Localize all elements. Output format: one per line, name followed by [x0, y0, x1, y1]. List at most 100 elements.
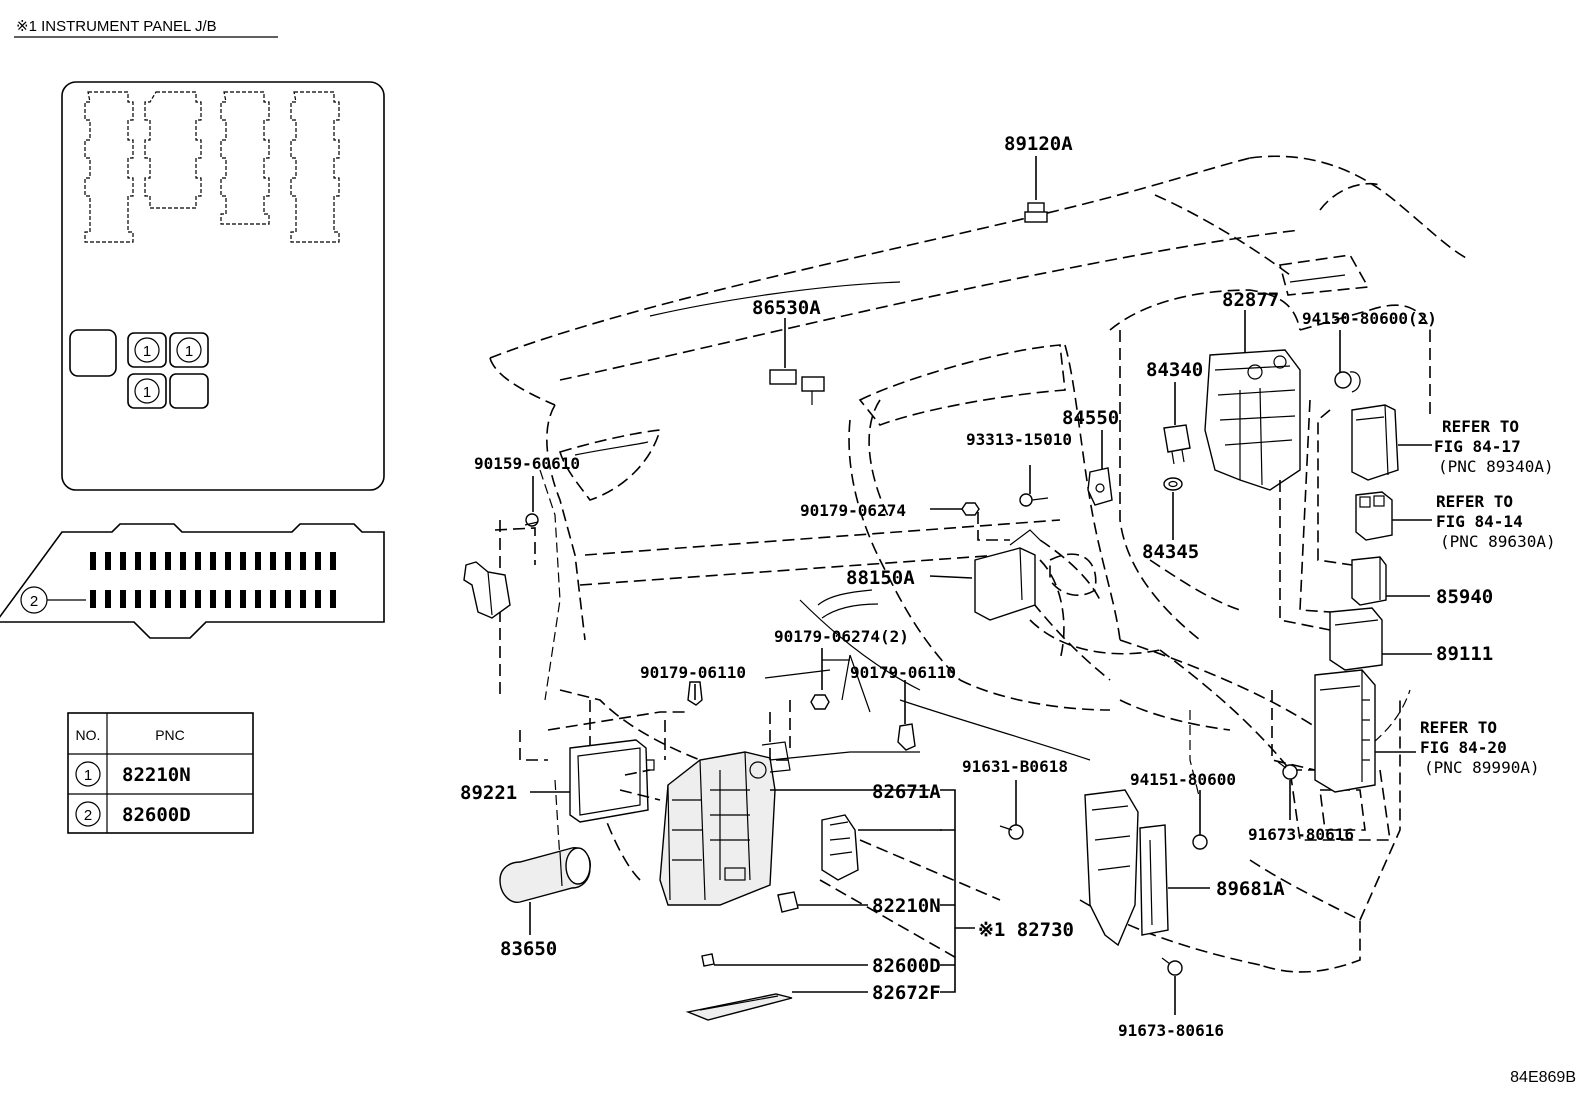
- label-84340: 84340: [1146, 359, 1203, 381]
- label-89221: 89221: [460, 782, 517, 804]
- ref-line1: REFER TO: [1436, 492, 1513, 511]
- part-82672F-cover: [685, 991, 868, 1021]
- part-91673-bolt-a: [1277, 761, 1298, 820]
- fuse-bar: [255, 552, 261, 570]
- fuse-bar: [225, 552, 231, 570]
- part-91673-bolt-b: [1161, 957, 1183, 1015]
- part-82671A-bracket: [821, 814, 942, 881]
- fuse-bar: [210, 552, 216, 570]
- ref-line3: (PNC 89990A): [1424, 758, 1540, 777]
- fuse-bar: [225, 590, 231, 608]
- part-84340-switch: [1163, 382, 1191, 465]
- part-89120A-sensor: [1024, 156, 1048, 223]
- circle-mark: [75, 761, 101, 787]
- fuse-bar: [285, 552, 291, 570]
- fuse-rows: [90, 552, 336, 608]
- label-82730: ※1 82730: [978, 919, 1074, 941]
- fuse-bar: [210, 590, 216, 608]
- fuse-bar: [270, 590, 276, 608]
- label-91631: 91631-B0618: [962, 757, 1068, 776]
- leader-dash-89221: [519, 711, 690, 761]
- part-82730-junction-block: [659, 741, 920, 906]
- fuse-bar: [90, 590, 96, 608]
- label-90179-a: 90179-06274: [800, 501, 906, 520]
- fuse-bar: [330, 590, 336, 608]
- leader-dash-jb: [769, 700, 791, 761]
- circle-mark: [134, 337, 160, 363]
- fuse-bar: [240, 590, 246, 608]
- circle-mark: [176, 337, 202, 363]
- ref-line1: REFER TO: [1420, 718, 1497, 737]
- part-84345-ring: [1163, 477, 1183, 540]
- label-85940: 85940: [1436, 586, 1493, 608]
- fuse-bar: [165, 552, 171, 570]
- circle-mark: [75, 801, 101, 827]
- label-84550: 84550: [1062, 407, 1119, 429]
- ref-line1: REFER TO: [1442, 417, 1519, 436]
- jb-upper-panel: [61, 81, 385, 491]
- table-row-no: 2: [84, 807, 92, 824]
- ref-line2: FIG 84-14: [1436, 512, 1523, 531]
- leader-90179-c: [764, 669, 831, 679]
- label-90159: 90159-60610: [474, 454, 580, 473]
- circle-number: 1: [143, 384, 151, 401]
- figure-code: 84E869B: [1510, 1069, 1576, 1086]
- part-91631-bolt: [999, 780, 1024, 840]
- inset-junction-block: ※1 INSTRUMENT PANEL J/B 1 1 1 2: [0, 18, 385, 834]
- part-left-bracket: [463, 527, 536, 619]
- fuse-bar: [150, 552, 156, 570]
- part-88150A-sensor: [929, 529, 1041, 621]
- label-89681A: 89681A: [1216, 878, 1285, 900]
- circle-mark: [134, 378, 160, 404]
- table-frame: [67, 712, 254, 834]
- label-88150A: 88150A: [846, 567, 915, 589]
- label-82671A: 82671A: [872, 781, 941, 803]
- fuse-bar: [105, 552, 111, 570]
- slot-fuse-1b: [169, 332, 209, 368]
- slot-blank-a: [69, 329, 117, 377]
- inset-title: ※1 INSTRUMENT PANEL J/B: [16, 18, 217, 35]
- part-82600D-fuse: [701, 953, 868, 967]
- label-91673-b: 91673-80616: [1118, 1021, 1224, 1040]
- part-82210N-relay: [777, 891, 868, 913]
- harness-lines: [817, 589, 879, 619]
- label-90179-b: 90179-06274(2): [774, 627, 909, 646]
- leader-90179-b: [822, 654, 871, 713]
- fuse-bar: [255, 590, 261, 608]
- fuse-bar: [180, 590, 186, 608]
- part-89681A-ecu: [1084, 789, 1210, 947]
- fuse-bar: [195, 552, 201, 570]
- fuse-bar: [315, 552, 321, 570]
- leader-dash-88150A: [977, 512, 1010, 541]
- part-82877-bracket: [1204, 310, 1301, 491]
- fuse-bar: [330, 552, 336, 570]
- table-row-pnc: 82210N: [122, 764, 191, 786]
- part-90179-nut-b: [810, 648, 830, 710]
- label-84345: 84345: [1142, 541, 1199, 563]
- table-header-pnc: PNC: [155, 727, 185, 743]
- fuse-bar: [285, 590, 291, 608]
- fuse-bar: [105, 590, 111, 608]
- pnc-table: NO. PNC 1 82210N 2 82600D: [67, 712, 254, 834]
- table-header-no: NO.: [76, 727, 101, 743]
- fuse-bar: [300, 590, 306, 608]
- slot-blank-b: [169, 373, 209, 409]
- part-90179-clip-c: [687, 681, 703, 706]
- label-94151: 94151-80600: [1130, 770, 1236, 789]
- ref-fig-84-20: REFER TO FIG 84-20 (PNC 89990A): [1420, 718, 1540, 777]
- fuse-bar: [165, 590, 171, 608]
- part-90179-nut-a: [930, 502, 980, 516]
- fuse-bar: [120, 552, 126, 570]
- jb-lower-panel: [0, 523, 385, 639]
- part-86530A-connector: [769, 318, 825, 405]
- circle-number: 1: [143, 343, 151, 360]
- label-86530A: 86530A: [752, 297, 821, 319]
- part-module-89630A: [1355, 491, 1432, 541]
- part-89221-ecu: [530, 739, 655, 823]
- part-module-89340A: [1351, 404, 1432, 481]
- fuse-bar: [120, 590, 126, 608]
- label-82210N: 82210N: [872, 895, 941, 917]
- fuse-bar: [135, 552, 141, 570]
